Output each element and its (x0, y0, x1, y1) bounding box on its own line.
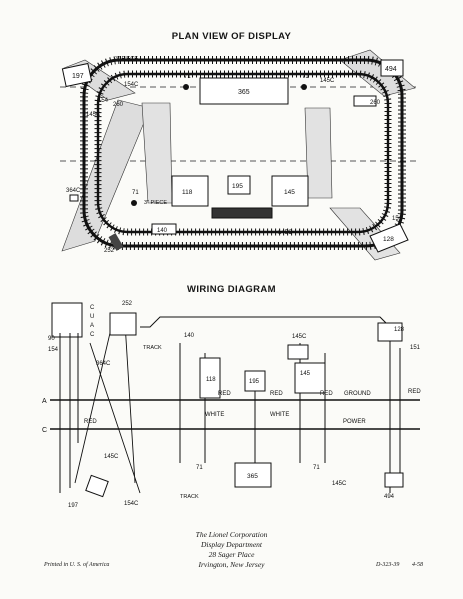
accessory-494: 494 (380, 59, 404, 77)
terminal-c1: C (90, 305, 95, 311)
wiring-197: 197 (68, 503, 79, 509)
accessory-145c-top: 145C (320, 78, 335, 84)
wiring-151: 151 (410, 345, 421, 351)
accessory-260-left: 260 (113, 102, 124, 108)
piece-label-top: 3" PIECE (115, 56, 138, 62)
accessory-154: 154 (98, 98, 109, 104)
wiring-140: 140 (184, 333, 195, 339)
accessory-197: 197 (61, 62, 93, 88)
accessory-154c: 154C (124, 82, 139, 88)
svg-text:197: 197 (72, 73, 84, 80)
accessory-71-bottom: 71 (132, 190, 139, 196)
terminal-a: A (90, 323, 94, 329)
wiring-71-right: 71 (313, 465, 320, 471)
wiring-ground: GROUND (344, 391, 371, 397)
wiring-diagram-title: WIRING DIAGRAM (187, 284, 276, 295)
document-code-2: 4-58 (412, 562, 423, 568)
rail-c-label: C (42, 427, 47, 434)
footer-department: Display Department (200, 540, 263, 549)
wiring-128: 128 (394, 327, 405, 333)
accessory-260-right: 260 (370, 100, 381, 106)
plan-view-title: PLAN VIEW OF DISPLAY (171, 31, 292, 42)
accessory-252: 252 (104, 248, 115, 254)
wiring-145c-top: 145C (292, 334, 307, 340)
footer-company: The Lionel Corporation (195, 530, 268, 539)
wiring-252: 252 (122, 301, 133, 307)
wiring-154: 154 (48, 347, 59, 353)
plan-view-diagram: 197 494 365 3" PIECE 154C 71 71 145C 154… (60, 49, 420, 261)
accessory-364c: 364C (66, 188, 81, 194)
wiring-red-4: RED (320, 391, 333, 397)
svg-text:494: 494 (385, 66, 397, 73)
wiring-track-2: TRACK (180, 494, 199, 500)
terminal-u: U (90, 314, 94, 320)
wiring-195: 195 (249, 379, 260, 385)
terminal-c2: C (90, 332, 95, 338)
printed-notice: Printed in U. S. of America (44, 562, 110, 568)
wiring-red-2: RED (270, 391, 283, 397)
wiring-white-2: WHITE (270, 412, 289, 418)
wiring-145: 145 (300, 371, 311, 377)
accessory-195: 195 (232, 183, 243, 190)
piece-label-bottom: 3" PIECE (144, 200, 167, 206)
wiring-145c-bottom: 145C (332, 481, 347, 487)
wiring-track-1: TRACK (143, 345, 162, 351)
wiring-494: 494 (384, 494, 395, 500)
wiring-145c-left: 145C (104, 454, 119, 460)
wiring-118: 118 (206, 377, 216, 383)
wiring-red-5: RED (408, 389, 421, 395)
wiring-71-left: 71 (196, 465, 203, 471)
accessory-145: 145 (284, 189, 295, 196)
accessory-71-top-left: 71 (184, 74, 191, 80)
document-code: D-323-39 (376, 562, 400, 568)
wiring-154c: 154C (124, 501, 139, 507)
wiring-white-1: WHITE (205, 412, 224, 418)
wiring-365: 365 (247, 473, 258, 480)
accessory-71-top-right: 71 (302, 74, 309, 80)
accessory-365: 365 (238, 89, 250, 96)
wiring-power: POWER (343, 419, 366, 425)
accessory-145c-left: 145C (86, 112, 101, 118)
accessory-145c-bottom: 145C (278, 230, 293, 236)
accessory-151: 151 (392, 216, 403, 222)
wiring-90: 90 (48, 336, 55, 342)
accessory-128: 128 (383, 236, 394, 243)
wiring-red-1: RED (218, 391, 231, 397)
footer-city: Irvington, New Jersey (198, 560, 265, 569)
footer-street: 28 Sager Place (208, 550, 255, 559)
rail-a-label: A (42, 398, 47, 405)
wiring-diagram: C U A C A C 252 140 128 90 154 364C TRAC… (42, 301, 421, 509)
accessory-118: 118 (182, 189, 193, 196)
accessory-140: 140 (157, 228, 168, 234)
wiring-red-3: RED (84, 419, 97, 425)
wiring-364c: 364C (96, 361, 111, 367)
